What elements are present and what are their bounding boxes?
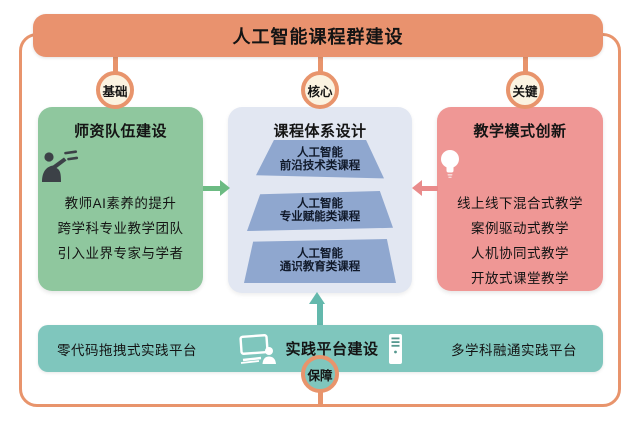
teacher-team-items: 教师AI素养的提升 跨学科专业教学团队 引入业界专家与学者 — [38, 191, 203, 266]
badge-guarantee-label: 保障 — [307, 368, 333, 383]
lightbulb-icon — [437, 147, 463, 183]
connector-stem-left — [113, 55, 118, 77]
teacher-team-box: 师资队伍建设 教师AI素养的提升 跨学科专业教学团队 引入业界专家与学者 — [38, 107, 203, 291]
teaching-innovation-items: 线上线下混合式教学 案例驱动式教学 人机协同式教学 开放式课堂教学 — [437, 191, 603, 291]
curriculum-title: 课程体系设计 — [273, 123, 367, 140]
badge-key-label: 关键 — [512, 84, 538, 99]
badge-core-label: 核心 — [307, 84, 333, 99]
main-banner: 人工智能课程群建设 — [33, 14, 603, 57]
teacher-icon — [38, 147, 80, 183]
teal-arrow-up-icon — [309, 292, 325, 304]
teal-arrow-stem — [317, 303, 323, 326]
teacher-team-item: 引入业界专家与学者 — [57, 246, 184, 261]
teacher-team-item: 跨学科专业教学团队 — [57, 221, 184, 236]
pyramid-layer-professional: 人工智能 专业赋能类课程 — [247, 191, 393, 231]
teaching-innovation-box: 教学模式创新 线上线下混合式教学 案例驱动式教学 人机协同式教学 开放式课堂教学 — [437, 107, 603, 291]
layer-line: 人工智能 — [297, 248, 343, 260]
badge-foundation: 基础 — [96, 71, 134, 109]
layer-line: 通识教育类课程 — [279, 261, 361, 273]
teaching-innovation-title: 教学模式创新 — [473, 123, 567, 140]
pyramid-layer-frontier: 人工智能 前沿技术类课程 — [256, 140, 384, 179]
teaching-innovation-item: 案例驱动式教学 — [471, 221, 569, 236]
teacher-team-title: 师资队伍建设 — [73, 123, 167, 140]
layer-line: 人工智能 — [297, 147, 343, 159]
teaching-innovation-item: 线上线下混合式教学 — [457, 196, 583, 211]
badge-key: 关键 — [506, 71, 544, 109]
server-icon — [388, 333, 403, 365]
layer-line: 人工智能 — [297, 198, 343, 210]
teacher-team-item: 教师AI素养的提升 — [64, 196, 177, 211]
green-arrow-right-icon — [220, 180, 230, 196]
pyramid-layer-general: 人工智能 通识教育类课程 — [244, 239, 396, 283]
teaching-innovation-item: 开放式课堂教学 — [471, 271, 569, 286]
banner-title: 人工智能课程群建设 — [232, 26, 404, 47]
pink-arrow-left-icon — [412, 180, 422, 196]
connector-stem-center — [318, 55, 323, 77]
green-arrow-stem — [203, 186, 221, 191]
curriculum-box: 课程体系设计 人工智能 前沿技术类课程 人工智能 专业赋能类课程 人工智能 通识… — [228, 107, 412, 293]
pink-arrow-stem — [421, 186, 438, 191]
teaching-innovation-item: 人机协同式教学 — [471, 246, 569, 261]
badge-core: 核心 — [301, 71, 339, 109]
practice-left-item: 零代码拖拽式实践平台 — [57, 342, 197, 358]
badge-guarantee: 保障 — [301, 355, 339, 393]
layer-line: 前沿技术类课程 — [279, 160, 361, 172]
badge-foundation-label: 基础 — [102, 84, 128, 99]
practice-bar-center: 实践平台建设 — [238, 333, 402, 365]
layer-line: 专业赋能类课程 — [279, 211, 361, 223]
practice-bar-title: 实践平台建设 — [285, 341, 379, 358]
connector-stem-guarantee — [318, 388, 323, 404]
computer-user-icon — [238, 333, 276, 364]
practice-right-item: 多学科融通实践平台 — [451, 342, 577, 358]
connector-stem-right — [523, 55, 528, 77]
